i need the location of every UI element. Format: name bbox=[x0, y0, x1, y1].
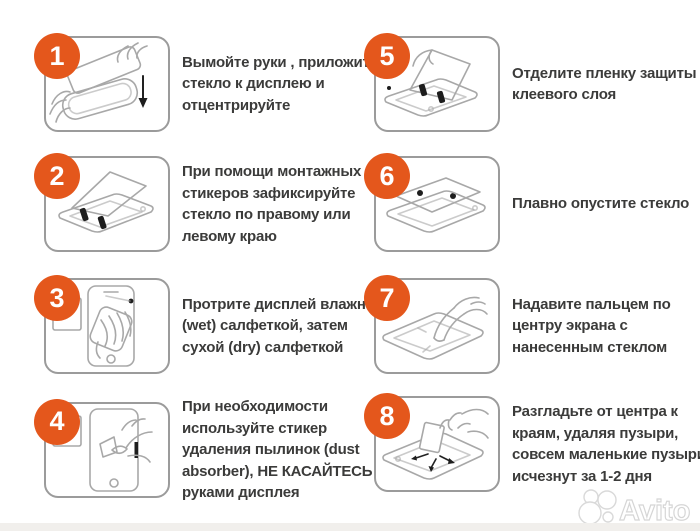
avito-watermark-label: Avito bbox=[619, 495, 690, 526]
step-number: 3 bbox=[49, 282, 65, 313]
smoothing-card-removing-bubbles-icon bbox=[382, 408, 489, 480]
step-number-badge: 7 bbox=[364, 275, 410, 321]
hand-wiping-display-with-cloth-icon bbox=[52, 285, 135, 367]
step-number: 8 bbox=[379, 400, 395, 431]
step-number: 5 bbox=[379, 40, 395, 71]
step-7-text: Надавите пальцем по центру экрана с нане… bbox=[512, 295, 671, 356]
step-8-figure: 8 bbox=[364, 393, 500, 492]
step-3: 3 Протрите дисплей влажной (wet) салфетк… bbox=[34, 275, 387, 374]
avito-watermark: Avito bbox=[578, 489, 691, 526]
step-7: 7 Надавите пальцем по центру экрана с на… bbox=[364, 275, 700, 374]
step-7-figure: 7 bbox=[364, 275, 500, 374]
bottom-strip bbox=[0, 523, 700, 531]
step-number-badge: 8 bbox=[364, 393, 410, 439]
step-5-figure: 5 bbox=[364, 33, 500, 132]
step-6-figure: 6 bbox=[364, 153, 500, 252]
step-2: 2 При помощи монтажных стикеров зафиксир… bbox=[34, 153, 387, 252]
step-4-text: При необходимости используйте стикер уда… bbox=[182, 398, 373, 501]
peeling-adhesive-film-icon bbox=[384, 49, 478, 117]
step-number-badge: 3 bbox=[34, 275, 80, 321]
step-8-text: Разгладьте от центра к краям, удаляя пуз… bbox=[512, 403, 700, 485]
step-5: 5 Отделите пленку защиты клеевого слоя bbox=[364, 33, 700, 132]
step-4-figure: 4 bbox=[34, 398, 170, 498]
step-6-text: Плавно опустите стекло bbox=[512, 195, 690, 213]
step-number: 7 bbox=[379, 282, 395, 313]
step-8: 8 Разгладьте от центра к краям, удаляя п… bbox=[364, 393, 700, 492]
step-2-text: При помощи монтажных стикеров зафиксируй… bbox=[182, 163, 362, 245]
step-number-badge: 2 bbox=[34, 153, 80, 199]
step-6: 6 Плавно опустите стекло bbox=[364, 153, 700, 252]
hands-placing-glass-arrow-down-icon bbox=[49, 42, 148, 123]
step-2-figure: 2 bbox=[34, 153, 170, 252]
step-number-badge: 5 bbox=[364, 33, 410, 79]
glass-fixed-with-mounting-stickers-icon bbox=[58, 171, 154, 233]
step-3-figure: 3 bbox=[34, 275, 170, 374]
step-1: 1 Вымойте руки , приложите стекло к дисп… bbox=[34, 33, 387, 132]
step-number: 2 bbox=[49, 160, 65, 191]
step-5-text: Отделите пленку защиты клеевого слоя bbox=[512, 64, 697, 104]
step-number: 1 bbox=[49, 40, 65, 71]
step-1-text: Вымойте руки , приложите стекло к диспле… bbox=[182, 53, 378, 114]
finger-pressing-screen-center-icon bbox=[382, 296, 488, 360]
avito-circles-logo-icon bbox=[578, 489, 617, 525]
step-number: 6 bbox=[379, 160, 395, 191]
step-number-badge: 6 bbox=[364, 153, 410, 199]
step-number: 4 bbox=[49, 406, 65, 437]
step-number-badge: 4 bbox=[34, 398, 80, 445]
step-3-text: Протрите дисплей влажной (wet) салфеткой… bbox=[182, 295, 384, 356]
step-1-figure: 1 bbox=[34, 33, 170, 132]
step-4: 4 При необходимости используйте стикер у… bbox=[34, 396, 387, 504]
step-number-badge: 1 bbox=[34, 33, 80, 79]
